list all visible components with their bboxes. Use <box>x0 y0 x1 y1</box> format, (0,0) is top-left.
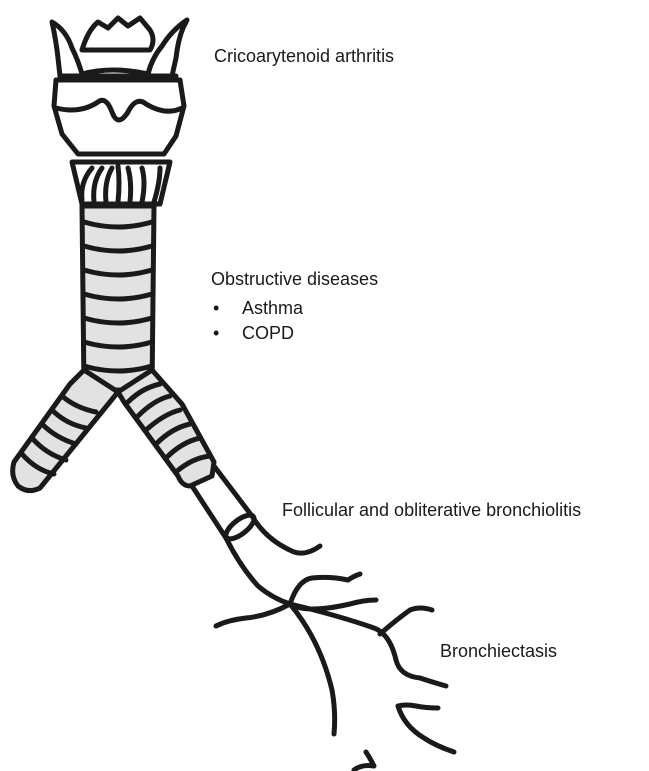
cricoid-cartilage <box>72 162 170 204</box>
right-main-bronchus <box>118 370 214 486</box>
thyroid-cartilage <box>54 80 184 154</box>
trachea <box>82 206 154 390</box>
obstructive-heading: Obstructive diseases <box>211 268 378 290</box>
distal-airways <box>216 516 454 771</box>
label-obstructive-diseases: Obstructive diseases Asthma COPD <box>211 268 378 346</box>
list-item-copd: COPD <box>211 321 378 346</box>
label-bronchiolitis: Follicular and obliterative bronchioliti… <box>282 499 581 521</box>
obstructive-list: Asthma COPD <box>211 296 378 346</box>
label-bronchiectasis: Bronchiectasis <box>440 640 557 662</box>
left-main-bronchus <box>13 370 118 491</box>
list-item-asthma: Asthma <box>211 296 378 321</box>
label-cricoarytenoid-arthritis: Cricoarytenoid arthritis <box>214 45 394 67</box>
epiglottis <box>52 18 187 76</box>
